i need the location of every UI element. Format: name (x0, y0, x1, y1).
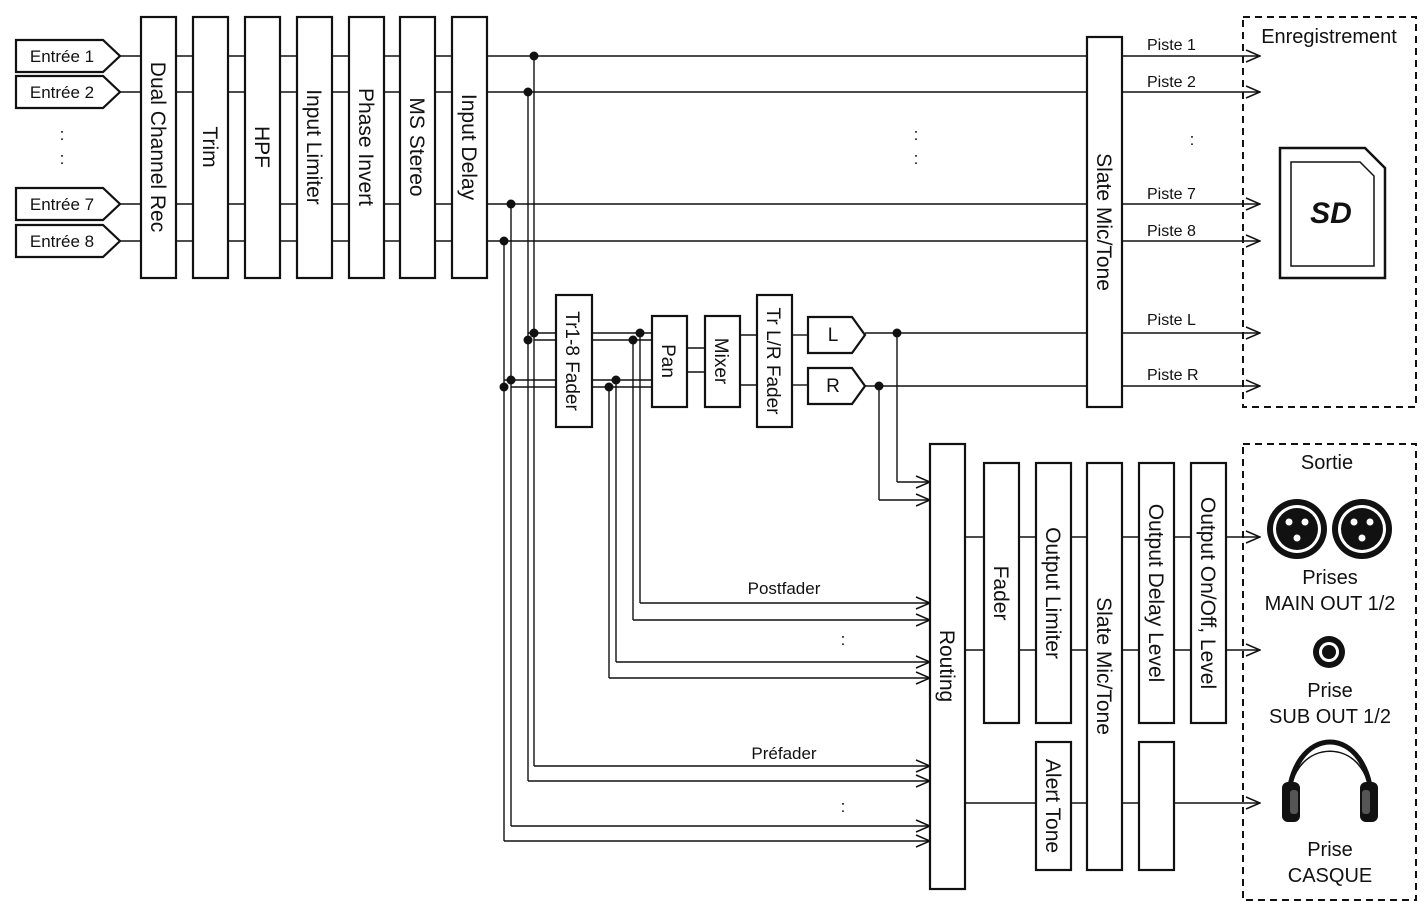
track-label-l: Piste L (1147, 312, 1196, 329)
prefader-label: Préfader (751, 744, 817, 763)
slate-record: Slate Mic/Tone (1085, 35, 1124, 409)
block-alert-tone: Alert Tone (1041, 759, 1064, 853)
xlr-jack-icon-1 (1267, 499, 1327, 559)
block-mixer: Mixer (710, 338, 731, 385)
block-routing: Routing (935, 630, 958, 702)
sub-out-line2: SUB OUT 1/2 (1269, 706, 1391, 728)
prefader-ellipsis: : (841, 797, 846, 816)
sd-card-icon: SD (1278, 146, 1387, 280)
xlr-jack-icon-2 (1332, 499, 1392, 559)
block-trim: Trim (198, 126, 221, 167)
input-1: Entrée 1 (14, 38, 122, 74)
headphone-line1: Prise (1307, 839, 1353, 861)
block-output-onoff-level: Output On/Off, Level (1196, 497, 1219, 689)
mini-jack-icon (1313, 636, 1345, 668)
block-pan: Pan (657, 344, 678, 378)
mix-section: Tr1-8 Fader Pan Mixer Tr L/R Fader L R (554, 293, 867, 429)
tracks-ellipsis-1: : (914, 125, 919, 144)
block-output-limiter: Output Limiter (1041, 527, 1064, 659)
input-7-label: Entrée 7 (30, 195, 94, 214)
input-2: Entrée 2 (14, 74, 122, 110)
inputs-ellipsis-1: : (60, 125, 65, 144)
recording-box: Enregistrement SD (1242, 16, 1417, 408)
input-processing: Dual Channel Rec Trim HPF Input Limiter … (139, 15, 489, 280)
block-ms-stereo: MS Stereo (405, 97, 428, 196)
input-7: Entrée 7 (14, 186, 122, 222)
track-label-8: Piste 8 (1147, 223, 1196, 240)
tracks-ellipsis-2: : (914, 149, 919, 168)
routing-block: Routing (928, 442, 967, 891)
output-box: Sortie Prises MAIN OUT 1/2 Prise SUB (1242, 443, 1417, 901)
block-tr1-8-fader: Tr1-8 Fader (561, 311, 582, 411)
input-1-label: Entrée 1 (30, 47, 94, 66)
junction-dots (499, 51, 902, 392)
block-hpf: HPF (250, 126, 273, 168)
input-8: Entrée 8 (14, 223, 122, 259)
track-labels: Piste 1 Piste 2 : Piste 7 Piste 8 Piste … (1147, 37, 1199, 384)
inputs-ellipsis-2: : (60, 149, 65, 168)
main-out-line1: Prises (1302, 567, 1358, 589)
track-label-7: Piste 7 (1147, 186, 1196, 203)
block-slate-output: Slate Mic/Tone (1092, 597, 1115, 735)
block-input-delay: Input Delay (457, 94, 480, 201)
sub-out-line1: Prise (1307, 680, 1353, 702)
input-2-label: Entrée 2 (30, 83, 94, 102)
tag-l: L (828, 325, 839, 346)
headphone-line2: CASQUE (1288, 865, 1372, 887)
input-8-label: Entrée 8 (30, 232, 94, 251)
block-dual-channel-rec: Dual Channel Rec (146, 62, 169, 232)
block-phase-invert: Phase Invert (354, 88, 377, 206)
recording-title: Enregistrement (1261, 26, 1397, 48)
main-out-line2: MAIN OUT 1/2 (1265, 593, 1396, 615)
block-output-delay-level: Output Delay Level (1144, 504, 1167, 683)
track-ellipsis: : (1190, 130, 1195, 149)
block-output-fader: Fader (989, 566, 1012, 621)
track-label-1: Piste 1 (1147, 37, 1196, 54)
headphones-icon (1282, 739, 1378, 822)
block-input-limiter: Input Limiter (302, 89, 325, 205)
output-title: Sortie (1301, 452, 1353, 474)
block-slate-record: Slate Mic/Tone (1092, 153, 1115, 291)
sd-card-label: SD (1310, 197, 1352, 230)
track-label-2: Piste 2 (1147, 74, 1196, 91)
block-tr-lr-fader: Tr L/R Fader (762, 308, 783, 416)
postfader-ellipsis: : (841, 630, 846, 649)
track-label-r: Piste R (1147, 367, 1199, 384)
block-blank (1137, 740, 1176, 872)
tag-r: R (826, 376, 840, 397)
postfader-label: Postfader (748, 579, 821, 598)
output-processing: Fader Output Limiter Slate Mic/Tone Outp… (982, 461, 1228, 872)
